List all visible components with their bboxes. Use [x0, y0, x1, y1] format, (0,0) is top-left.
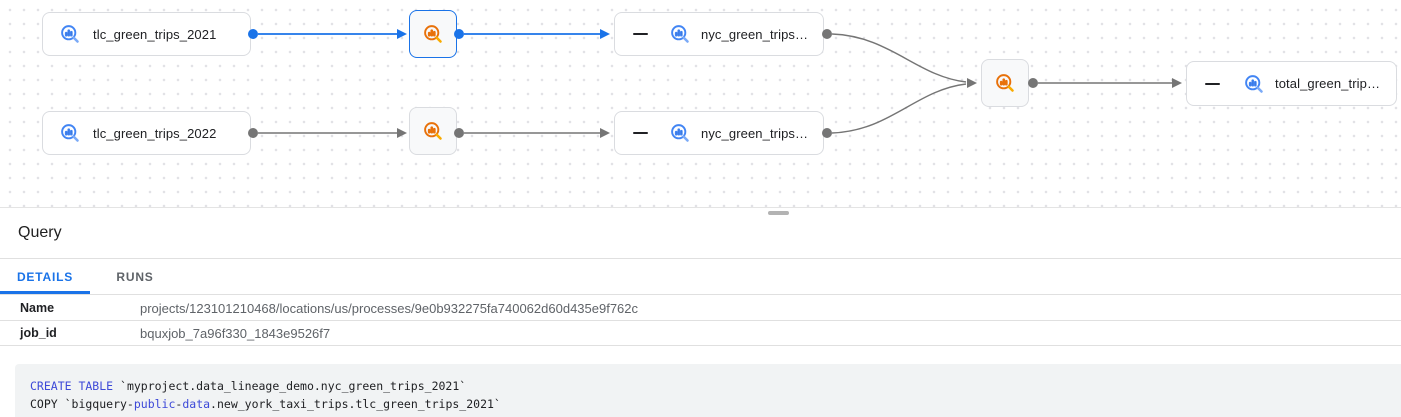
row-label: Name [20, 301, 55, 315]
table-row-job-id: job_id bquxjob_7a96f330_1843e9526f7 [0, 321, 1401, 346]
bigquery-job-icon [422, 23, 444, 45]
lineage-node-nyc-green-trips-2022[interactable]: nyc_green_trips… [614, 111, 824, 155]
row-label: job_id [20, 326, 57, 340]
lineage-process-node-selected[interactable] [409, 10, 457, 58]
details-table: Name projects/123101210468/locations/us/… [0, 296, 1401, 346]
tab-runs[interactable]: RUNS [116, 269, 154, 284]
bigquery-table-icon [59, 122, 81, 144]
lineage-process-node-merge[interactable] [981, 59, 1029, 107]
collapse-minus-icon[interactable] [1205, 82, 1220, 85]
bigquery-table-icon [669, 122, 691, 144]
tab-details[interactable]: DETAILS [0, 259, 90, 294]
row-value: bquxjob_7a96f330_1843e9526f7 [140, 325, 331, 341]
panel-title: Query [18, 224, 62, 241]
edge-nyc-to-merge [822, 29, 977, 138]
node-label: nyc_green_trips… [701, 26, 809, 42]
bigquery-table-icon [669, 23, 691, 45]
sql-line-1: CREATE TABLE `myproject.data_lineage_dem… [30, 379, 467, 393]
node-label: tlc_green_trips_2022 [93, 125, 217, 141]
collapse-minus-icon[interactable] [633, 132, 648, 134]
row-value: projects/123101210468/locations/us/proce… [140, 300, 639, 316]
sql-code-block: CREATE TABLE `myproject.data_lineage_dem… [15, 364, 1401, 417]
bigquery-job-icon [994, 72, 1016, 94]
bigquery-table-icon [1243, 73, 1265, 95]
lineage-node-tlc-green-trips-2022[interactable]: tlc_green_trips_2022 [42, 111, 251, 155]
sql-line-2: COPY `bigquery-public-data.new_york_taxi… [30, 397, 501, 411]
node-label: total_green_trip… [1275, 76, 1381, 91]
bigquery-job-icon [422, 120, 444, 142]
divider [0, 258, 1401, 259]
details-tabbar: DETAILS RUNS [0, 259, 1401, 295]
panel-resize-handle[interactable] [768, 211, 789, 215]
lineage-node-total-green-trips[interactable]: total_green_trip… [1186, 61, 1397, 106]
table-row-name: Name projects/123101210468/locations/us/… [0, 296, 1401, 321]
collapse-minus-icon[interactable] [633, 33, 648, 35]
lineage-graph-canvas[interactable]: tlc_green_trips_2021 tlc_green_trips_202… [0, 0, 1401, 208]
lineage-process-node[interactable] [409, 107, 457, 155]
node-label: nyc_green_trips… [701, 125, 809, 141]
edge-merge-to-total [1028, 78, 1182, 88]
node-label: tlc_green_trips_2021 [93, 26, 217, 42]
lineage-node-nyc-green-trips-2021[interactable]: nyc_green_trips… [614, 12, 824, 56]
lineage-node-tlc-green-trips-2021[interactable]: tlc_green_trips_2021 [42, 12, 251, 56]
bigquery-table-icon [59, 23, 81, 45]
